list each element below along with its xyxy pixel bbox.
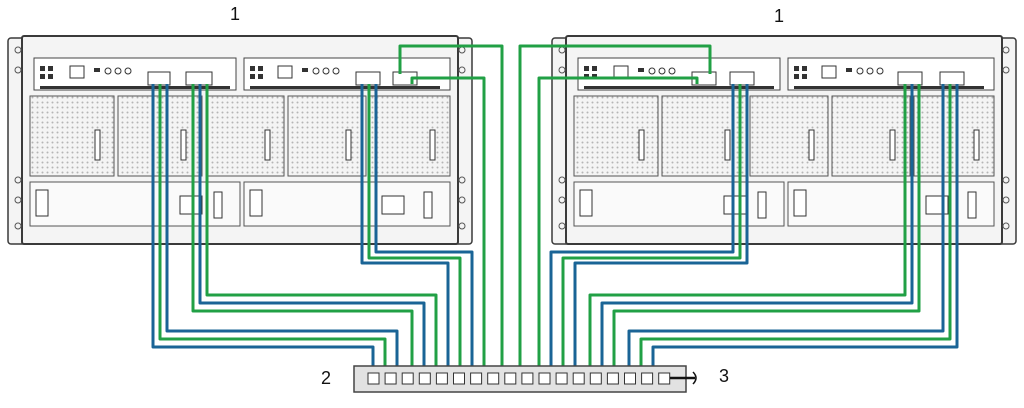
sas-cable [549,84,735,378]
switch-port [606,372,619,385]
switch-port [435,372,448,385]
storage-enclosure-right [551,35,1017,245]
eth-cable [518,44,712,378]
switch-port [521,372,534,385]
sas-cable [573,84,749,378]
eth-cable [639,84,952,378]
switch-port-group [367,372,671,385]
eth-cable [561,84,742,378]
power-inlet-icon [925,195,949,215]
sas-port [147,71,171,86]
eth-cable [191,84,414,378]
ethernet-port [613,65,629,79]
switch-port [641,372,654,385]
controller-module [787,57,995,91]
switch-port [367,372,380,385]
sas-port [185,71,213,86]
sas-port [729,71,755,86]
controller-module [577,57,781,91]
sas-port [355,71,381,86]
switch-port [418,372,431,385]
eth-cable [367,84,462,378]
switch-port [658,372,671,385]
sas-cable [651,84,959,378]
switch-port [453,372,465,385]
power-inlet-icon [723,195,747,215]
eth-cable [410,76,486,378]
callout-uplink: 3 [719,366,730,386]
storage-enclosure-left [7,35,473,245]
switch-port [572,372,585,385]
controller-module [243,57,451,91]
eth-cable [588,84,907,378]
callout-enclosure-left: 1 [230,4,241,24]
switch-port [624,372,636,385]
sas-cable [165,84,399,378]
power-supply-row [573,181,995,227]
cable-bundle [151,44,959,378]
ethernet-port [277,65,293,79]
power-supply-row [29,181,451,227]
switch-port [555,372,568,385]
sas-cable [627,84,945,378]
power-inlet-icon [381,195,405,215]
switch-port [538,372,551,385]
sas-cable [360,84,450,378]
switch-port [470,372,483,385]
sas-cable [151,84,375,378]
sas-port [897,71,923,86]
eth-cable [398,44,504,378]
network-switch-icon [353,365,697,393]
sas-cable [600,84,914,378]
switch-port [504,372,517,385]
fan-module-row [573,95,995,177]
cable-break-icon [692,371,697,385]
eth-cable [612,84,921,378]
power-inlet-icon [179,195,203,215]
eth-cable [158,84,387,378]
sas-cable [374,84,474,378]
sas-port [939,71,965,86]
ethernet-port [821,65,837,79]
switch-port [589,372,602,385]
sas-cable [198,84,426,378]
callout-switch: 2 [321,368,332,388]
switch-port [401,372,414,385]
eth-cable [537,76,699,378]
callout-enclosure-right: 1 [774,6,785,26]
fan-module-row [29,95,451,177]
switch-port [384,372,397,385]
ethernet-port [69,65,85,79]
eth-cable [205,84,438,378]
switch-port [487,372,500,385]
controller-module [33,57,237,91]
